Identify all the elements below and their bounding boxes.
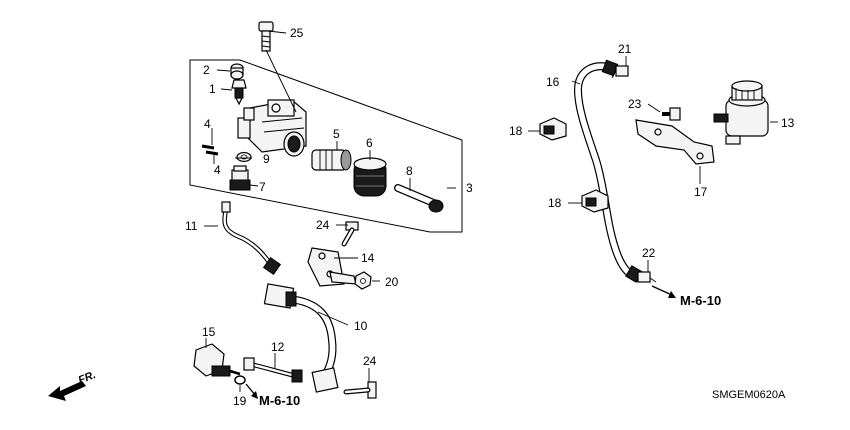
- callout-20: 20: [385, 275, 399, 289]
- callout-4-upper: 4: [204, 117, 211, 131]
- callout-3: 3: [466, 181, 473, 195]
- callout-23: 23: [628, 97, 642, 111]
- bleeder-part-1[interactable]: [231, 79, 247, 106]
- bolt-part-25[interactable]: [258, 21, 274, 52]
- reference-m-6-10-bottom[interactable]: M-6-10: [259, 393, 300, 408]
- callout-2: 2: [203, 63, 210, 77]
- callout-25: 25: [290, 26, 304, 40]
- reference-m-6-10-right[interactable]: M-6-10: [680, 293, 721, 308]
- callout-14: 14: [361, 251, 375, 265]
- front-direction-label: FR.: [77, 369, 98, 387]
- pipe-part-12[interactable]: [243, 357, 303, 383]
- hose-part-10[interactable]: [263, 283, 339, 393]
- callout-24-lower: 24: [363, 354, 377, 368]
- hose-part-16[interactable]: [574, 59, 643, 283]
- bolt-part-24-lower[interactable]: [343, 381, 377, 399]
- callout-24-upper: 24: [316, 218, 330, 232]
- pipe-part-11[interactable]: [221, 201, 282, 276]
- piston-part-5[interactable]: [311, 149, 352, 171]
- push-rod-part-8[interactable]: [394, 184, 444, 213]
- sensor-part-15[interactable]: [193, 343, 241, 377]
- callout-9: 9: [263, 152, 270, 166]
- callout-18-upper: 18: [509, 124, 523, 138]
- callout-12: 12: [271, 340, 285, 354]
- callout-17: 17: [694, 185, 708, 199]
- o-ring-part-19[interactable]: [234, 375, 246, 385]
- callout-4-lower: 4: [214, 163, 221, 177]
- callout-15: 15: [202, 325, 216, 339]
- clip-part-18-lower[interactable]: [581, 189, 609, 213]
- pin-part-4-lower[interactable]: [205, 150, 219, 156]
- callout-5: 5: [333, 127, 340, 141]
- callout-21: 21: [618, 42, 632, 56]
- bracket-part-14[interactable]: [307, 247, 357, 287]
- bolt-part-24-upper[interactable]: [341, 221, 359, 247]
- pin-part-4-upper[interactable]: [201, 144, 215, 150]
- callout-22: 22: [642, 246, 656, 260]
- callout-13: 13: [781, 116, 795, 130]
- assembly-box: [189, 59, 463, 233]
- diagram-code: SMGEM0620A: [712, 389, 786, 401]
- callout-labels: 25 2 1 4 4 9 7 5 6 8 3 11 24 14 20 10 15…: [185, 26, 795, 408]
- bracket-part-17[interactable]: [635, 119, 715, 165]
- ref-arrow-right: [651, 285, 676, 298]
- cap-part-2[interactable]: [230, 63, 244, 80]
- clamp-part-21[interactable]: [611, 65, 629, 79]
- fitting-part-7[interactable]: [229, 165, 251, 191]
- master-cylinder-body[interactable]: [237, 99, 307, 157]
- nut-part-20[interactable]: [354, 271, 372, 290]
- callout-19: 19: [233, 394, 247, 408]
- callout-10: 10: [354, 319, 368, 333]
- reservoir-part-13[interactable]: [713, 80, 769, 145]
- front-direction-arrow: [48, 381, 86, 401]
- leader-lines: [204, 30, 778, 392]
- callout-16: 16: [546, 75, 560, 89]
- bolt-part-23[interactable]: [662, 107, 681, 121]
- callout-8: 8: [406, 164, 413, 178]
- callout-7: 7: [259, 180, 266, 194]
- clamp-part-22[interactable]: [637, 271, 657, 283]
- callout-11: 11: [185, 219, 198, 233]
- ref-arrow-bottom: [245, 383, 258, 399]
- callout-6: 6: [366, 136, 373, 150]
- callout-18-lower: 18: [548, 196, 562, 210]
- clip-part-18-upper[interactable]: [539, 117, 567, 141]
- washer-part-9[interactable]: [236, 151, 252, 163]
- boot-part-6[interactable]: [353, 157, 387, 197]
- callout-1: 1: [209, 82, 216, 96]
